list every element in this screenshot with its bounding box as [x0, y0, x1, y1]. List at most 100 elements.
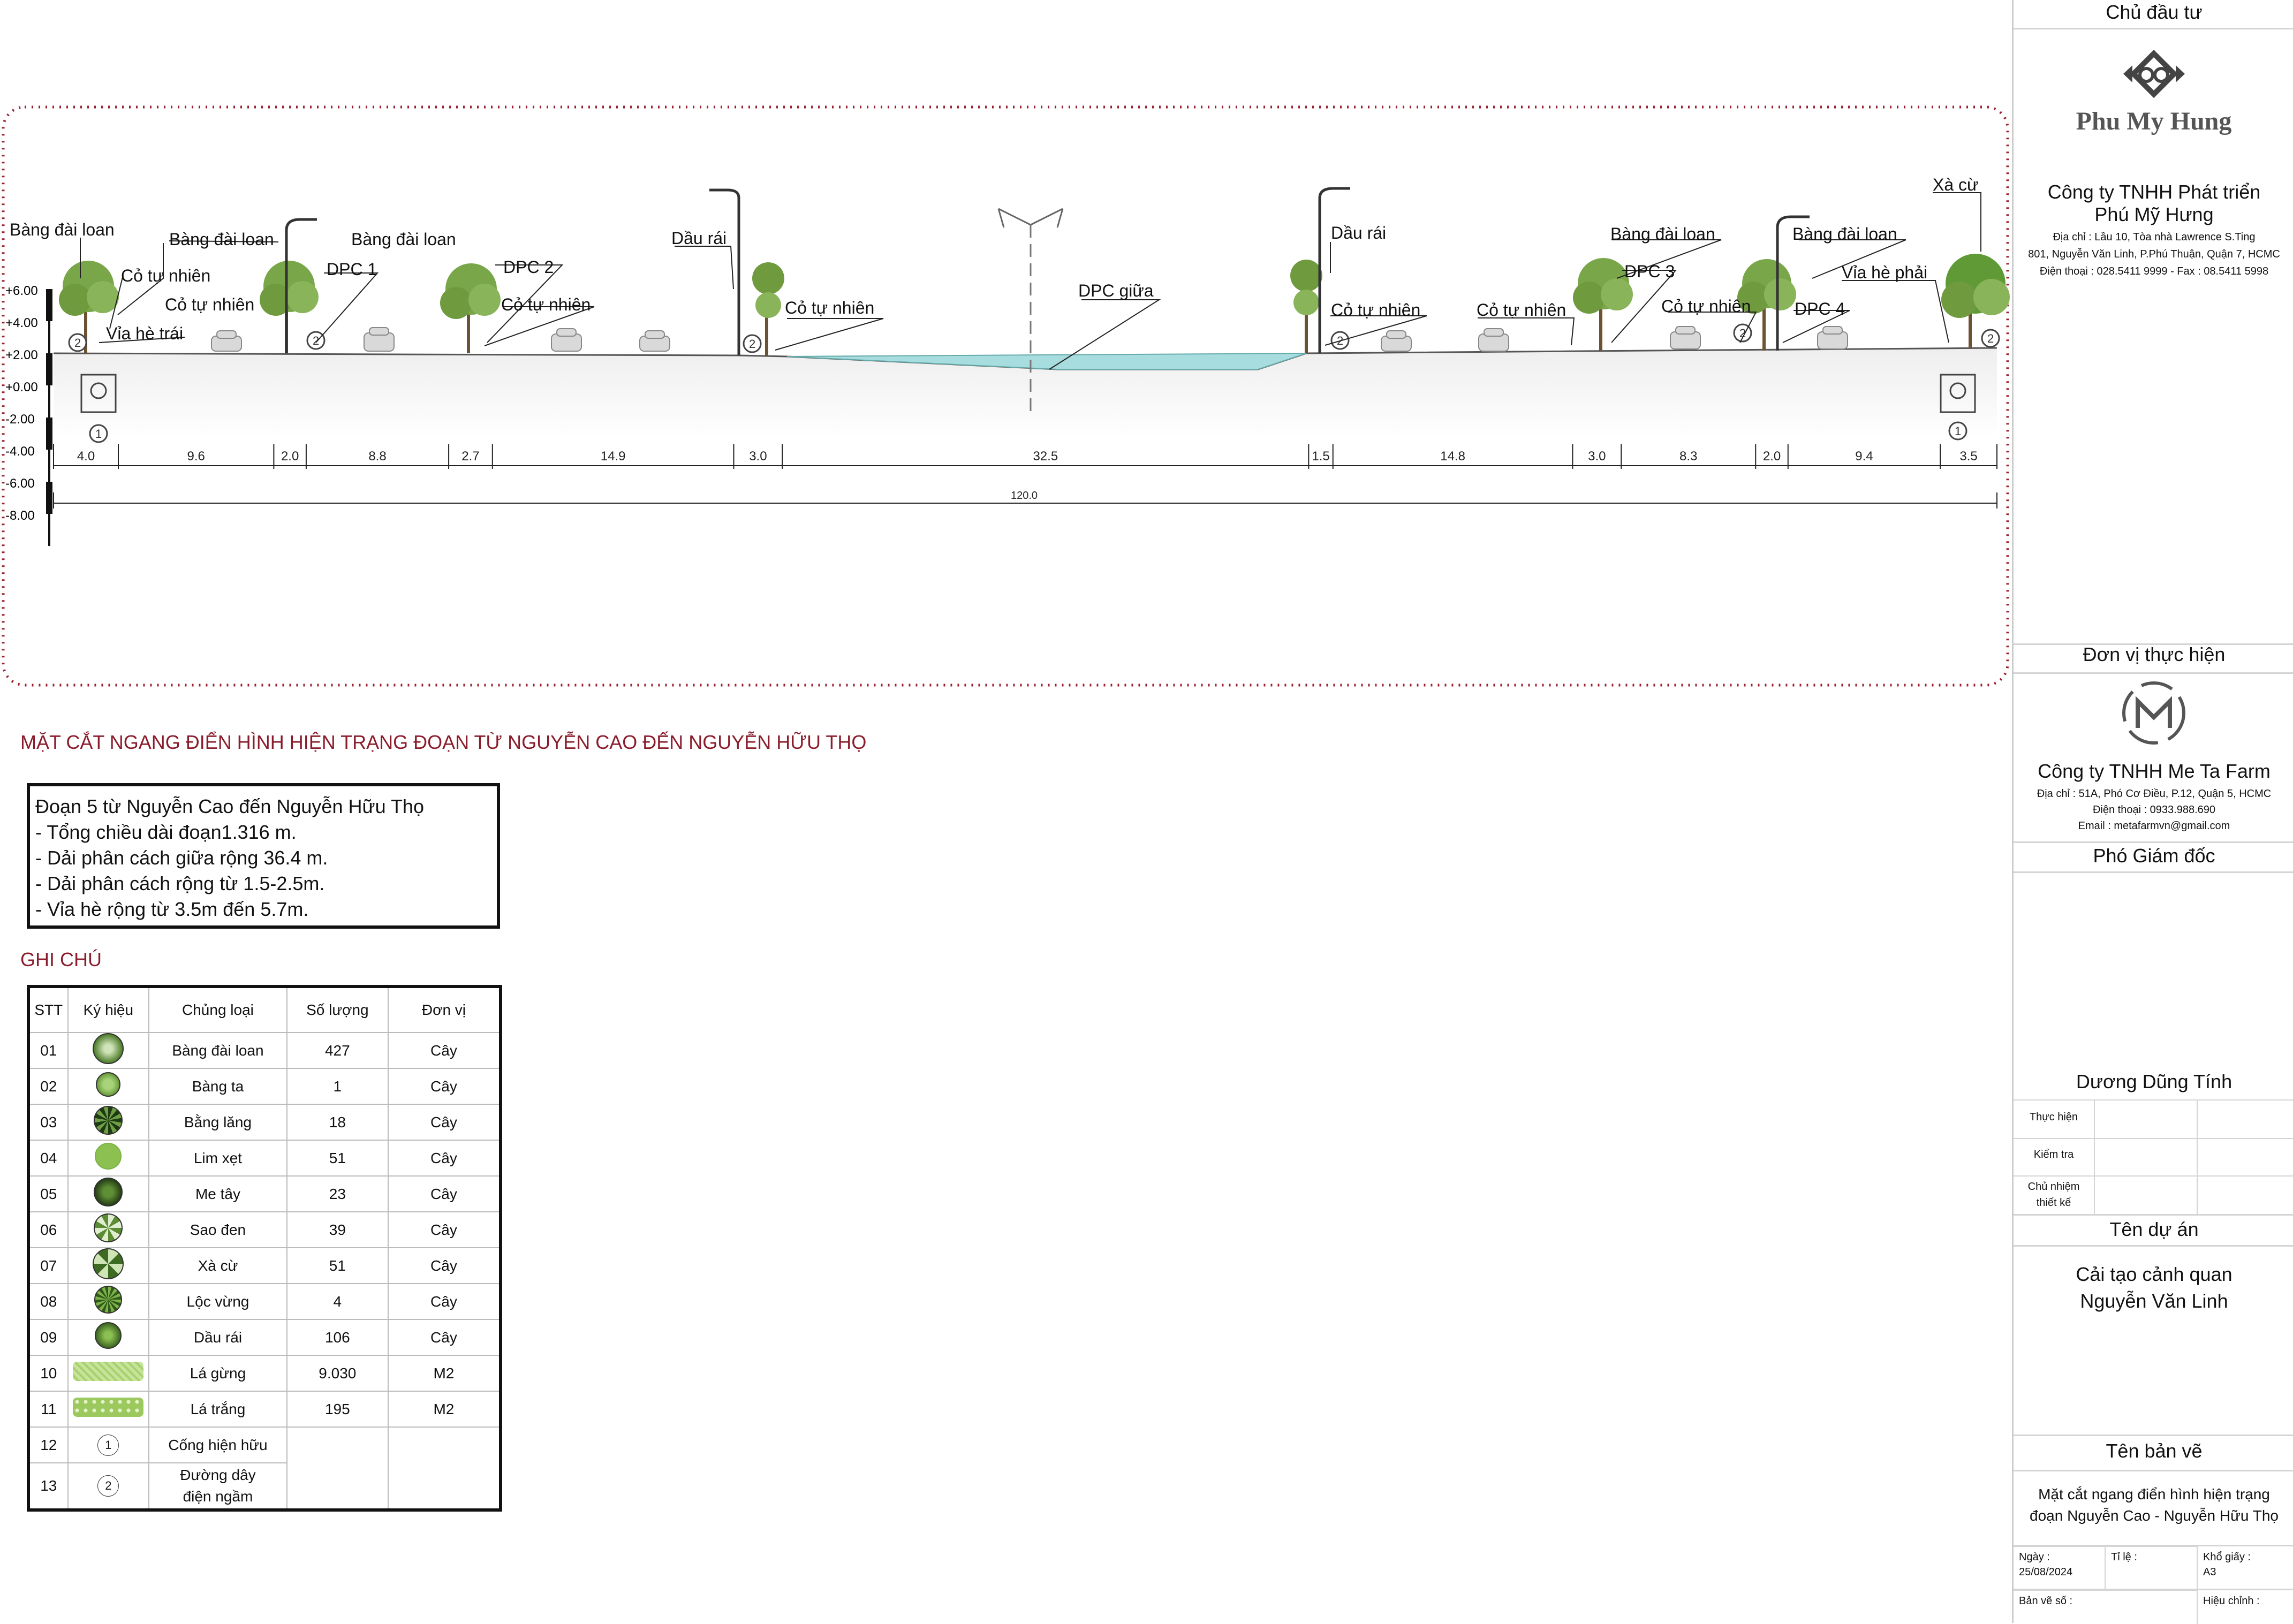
label-dpc-2: DPC 2 [503, 257, 554, 277]
car-icon [1817, 326, 1848, 350]
elev-label: -8.00 [5, 509, 35, 523]
row-unit: Cây [387, 1175, 502, 1212]
car-icon [551, 328, 582, 352]
xa-cu-symbol-icon [93, 1248, 124, 1279]
bang-dai-loan-symbol-icon [93, 1033, 124, 1064]
row-name: Me tây [148, 1175, 287, 1212]
label-xa-cu: Xà cừ [1933, 175, 1978, 194]
elev-label: +6.00 [5, 284, 38, 298]
table-row: 08 Lộc vừng 4 Cây [28, 1283, 502, 1320]
table-row: 10 Lá gừng 9.030 M2 [28, 1355, 502, 1392]
section-notes: Đoạn 5 từ Nguyễn Cao đến Nguyễn Hữu Thọ … [27, 783, 500, 929]
label-dau-rai: Dầu rái [1331, 223, 1386, 242]
elev-label: -6.00 [5, 476, 35, 491]
table-row: 13 2 Đường dây điện ngầm [28, 1462, 502, 1511]
car-icon [1478, 328, 1509, 352]
label-co-tu-nhien: Cỏ tự nhiên [1477, 300, 1566, 320]
existing-culverts: 1 1 [80, 374, 1976, 443]
scale-label: Tỉ lệ : [2111, 1551, 2137, 1563]
median-water [786, 353, 1307, 370]
car-icon [639, 330, 670, 352]
tree-icon [1290, 260, 1322, 353]
segment-width-label: 9.4 [1855, 449, 1873, 464]
row-name: Dầu rái [148, 1319, 287, 1356]
project-name: Nguyễn Văn Linh [2080, 1290, 2228, 1312]
label-bang-dai-loan: Bàng đài loan [10, 220, 115, 239]
meta-farm-logo-icon [2122, 681, 2185, 745]
kiem-tra-label: Kiểm tra [2033, 1149, 2074, 1160]
car-icon [1381, 330, 1412, 352]
row-stt: 07 [28, 1247, 69, 1284]
row-qty: 195 [286, 1391, 389, 1428]
culvert-marker-icon: 1 [97, 1434, 119, 1456]
row-stt: 06 [28, 1211, 69, 1248]
row-qty: 4 [286, 1283, 389, 1320]
col-unit: Đơn vị [387, 986, 502, 1033]
segment-width-label: 2.0 [281, 449, 299, 464]
date-value: 25/08/2024 [2019, 1566, 2073, 1578]
marker-2: 2 [313, 334, 319, 347]
contractor-phone: Điện thoại : 0933.988.690 [2092, 804, 2216, 816]
legend-title: GHI CHÚ [20, 948, 102, 970]
owner-name: Công ty TNHH Phát triển [2047, 181, 2261, 203]
project-name: Cải tạo cảnh quan [2076, 1263, 2233, 1285]
notes-line: - Vỉa hè rộng từ 3.5m đến 5.7m. [35, 898, 309, 920]
row-name: Lá trắng [148, 1391, 287, 1428]
section-frame [2, 105, 2009, 687]
segment-width-label: 3.0 [749, 449, 767, 464]
tree-icon [260, 261, 319, 353]
row-qty: 39 [286, 1211, 389, 1248]
marker-2: 2 [1987, 332, 1994, 345]
chu-nhiem-label: thiết kế [2036, 1197, 2071, 1209]
me-tay-symbol-icon [94, 1178, 123, 1206]
row-qty: 18 [286, 1104, 389, 1141]
loc-vung-symbol-icon [94, 1286, 123, 1314]
segment-width-label: 14.9 [601, 449, 626, 464]
bang-lang-symbol-icon [94, 1106, 123, 1135]
segment-width-label: 2.0 [1763, 449, 1781, 464]
row-unit: M2 [387, 1355, 502, 1392]
owner-address: Địa chỉ : Lầu 10, Tòa nhà Lawrence S.Tin… [2053, 231, 2256, 243]
row-stt: 10 [28, 1355, 69, 1392]
table-row: 07 Xà cừ 51 Cây [28, 1247, 502, 1284]
row-stt: 13 [28, 1462, 69, 1511]
row-qty: 106 [286, 1319, 389, 1356]
row-unit: M2 [387, 1391, 502, 1428]
project-label: Tên dự án [2109, 1218, 2199, 1240]
label-dpc-1: DPC 1 [327, 260, 377, 279]
label-co-tu-nhien: Cỏ tự nhiên [165, 295, 254, 314]
notes-line: - Dải phân cách rộng từ 1.5-2.5m. [35, 872, 325, 894]
label-co-tu-nhien: Cỏ tự nhiên [785, 298, 874, 317]
total-dimension: 120.0 [53, 490, 1997, 509]
elevation-scale: +6.00 +4.00 +2.00 +0.00 -2.00 -4.00 -6.0… [5, 284, 52, 546]
row-qty: 427 [286, 1032, 389, 1069]
paper-value: A3 [2203, 1566, 2216, 1578]
lim-xet-symbol-icon [95, 1143, 122, 1170]
segment-width-label: 3.5 [1959, 449, 1977, 464]
row-stt: 03 [28, 1104, 69, 1141]
marker-2: 2 [749, 337, 755, 351]
table-row: 06 Sao đen 39 Cây [28, 1211, 502, 1248]
segment-width-label: 3.0 [1588, 449, 1606, 464]
label-co-tu-nhien: Cỏ tự nhiên [1661, 297, 1751, 316]
elev-label: -4.00 [5, 444, 35, 459]
drawing-label: Tên bản vẽ [2106, 1440, 2203, 1462]
tree-icon [59, 261, 119, 353]
elev-label: -2.00 [5, 412, 35, 427]
median-light-mast [997, 208, 1064, 228]
label-dpc-4: DPC 4 [1795, 299, 1845, 318]
owner-logo-text: Phu My Hung [2076, 107, 2232, 135]
segment-width-label: 9.6 [187, 449, 205, 464]
label-bang-dai-loan: Bàng đài loan [1792, 224, 1897, 244]
drawing-name: đoạn Nguyễn Cao - Nguyễn Hữu Thọ [2030, 1507, 2279, 1524]
row-unit: Cây [387, 1283, 502, 1320]
contractor-label: Đơn vị thực hiện [2083, 643, 2226, 665]
row-unit: Cây [387, 1032, 502, 1069]
trees [59, 254, 2010, 355]
car-icon [364, 327, 395, 352]
tree-icon [440, 263, 501, 353]
segment-width-label: 32.5 [1033, 449, 1058, 464]
elev-label: +4.00 [5, 316, 38, 330]
owner-label: Chủ đầu tư [2106, 1, 2203, 23]
revision-label: Hiệu chỉnh : [2203, 1595, 2260, 1607]
